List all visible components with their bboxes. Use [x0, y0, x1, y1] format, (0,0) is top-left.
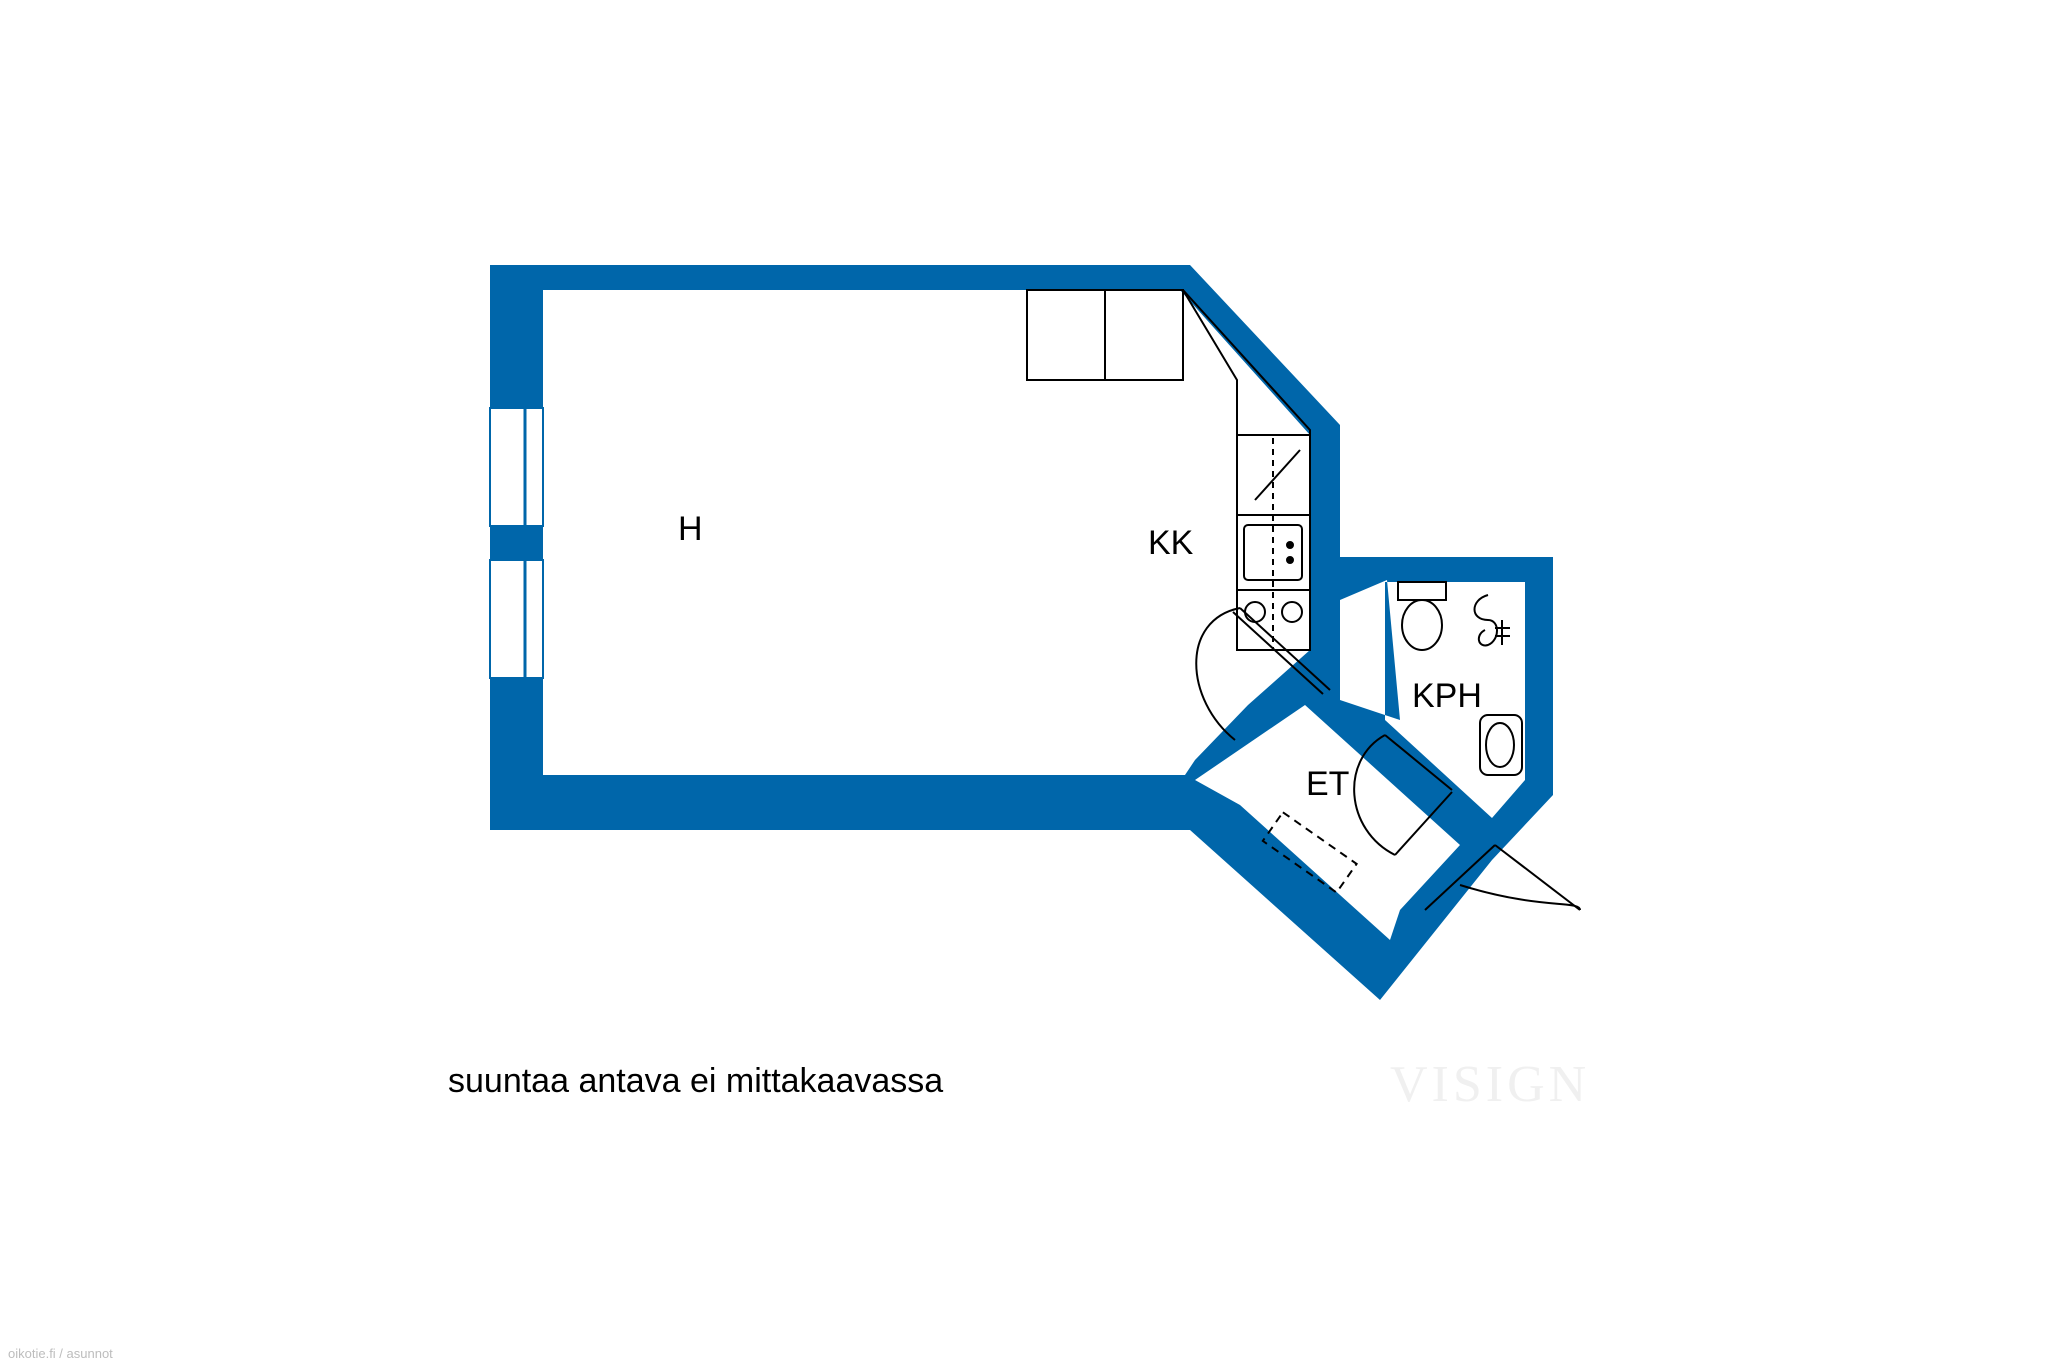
window-lower — [489, 559, 544, 679]
toilet-bowl — [1401, 599, 1443, 651]
room-label-living: H — [678, 510, 703, 548]
door-entrance[interactable] — [1459, 884, 1581, 911]
watermark-logo: VISIGN — [1390, 1056, 1591, 1113]
toilet-tank — [1397, 581, 1447, 601]
dishwasher-diag — [1254, 449, 1301, 501]
room-label-bathroom: KPH — [1412, 677, 1482, 715]
upper-cabinet-1 — [1026, 289, 1106, 381]
stove-left — [1244, 601, 1266, 623]
washbasin — [1479, 714, 1523, 776]
outer-wall — [490, 265, 1553, 1000]
bathroom-fixtures — [1397, 581, 1523, 776]
room-label-kitchen: KK — [1148, 524, 1194, 562]
window-upper — [489, 407, 544, 527]
sink — [1243, 524, 1303, 581]
stove-right — [1281, 601, 1303, 623]
walls — [489, 265, 1553, 1000]
door-bathroom[interactable] — [1353, 734, 1396, 856]
source-credit: oikotie.fi / asunnot — [8, 1346, 113, 1361]
doors — [1195, 607, 1581, 911]
door-kitchen[interactable] — [1195, 607, 1241, 741]
kitchen-fixtures — [1026, 289, 1311, 651]
scale-note: suuntaa antava ei mittakaavassa — [448, 1062, 944, 1100]
shower-icon — [1473, 594, 1498, 647]
upper-cabinet-2 — [1104, 289, 1184, 381]
room-label-hall: ET — [1306, 765, 1349, 803]
hall-closet — [1261, 810, 1359, 894]
